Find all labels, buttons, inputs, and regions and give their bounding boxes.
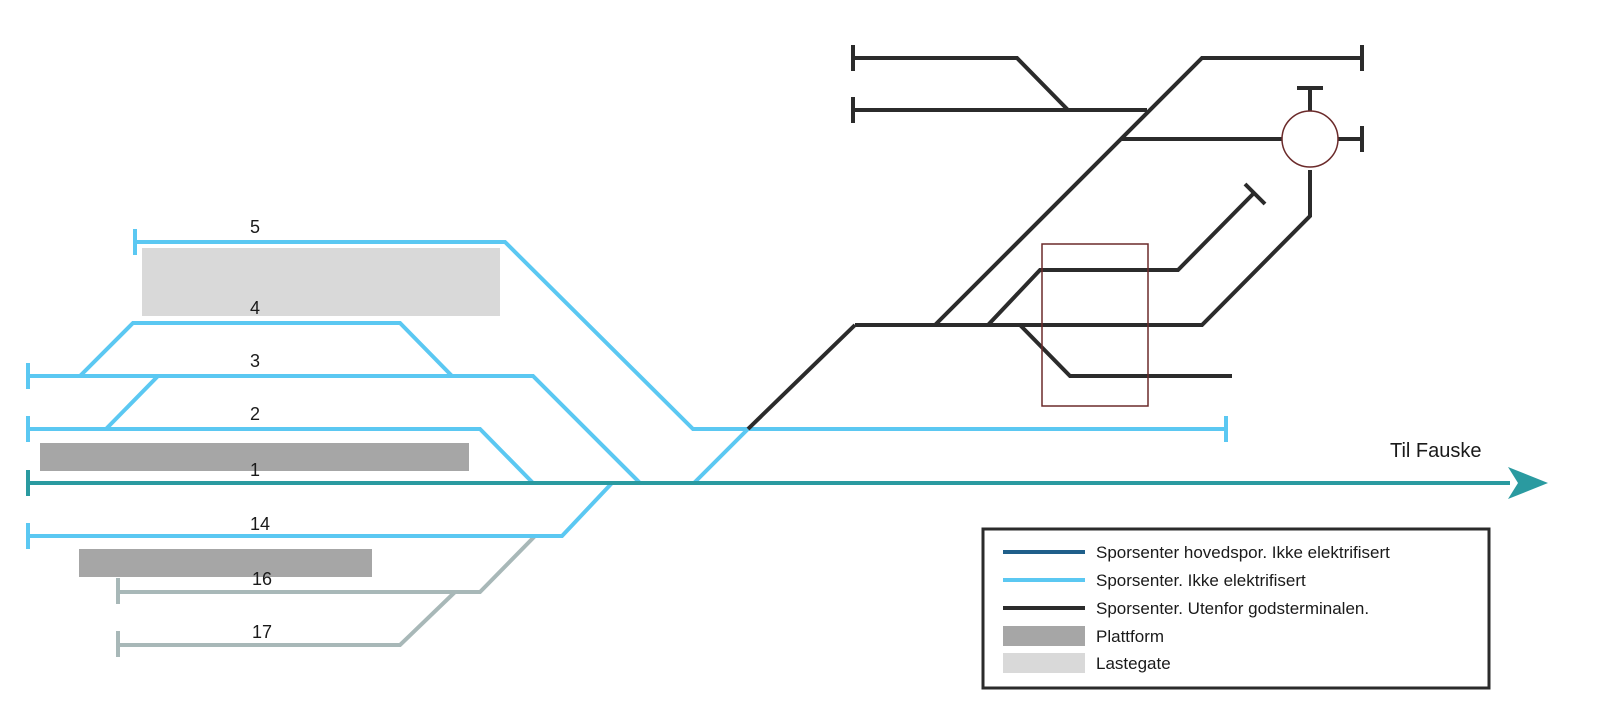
grey-tracks: [116, 534, 537, 657]
turntable-icon: [1281, 110, 1339, 168]
destination-label: Til Fauske: [1390, 440, 1482, 462]
legend-swatch-platform: [1003, 626, 1085, 646]
dark-branch-track: [1018, 323, 1232, 378]
track-label-2: 2: [250, 404, 260, 424]
dark-shed-track: [986, 191, 1256, 327]
track-label-1: 1: [250, 460, 260, 480]
platform-1: [40, 443, 469, 471]
dark-yard-track: [855, 170, 1312, 327]
track-5-line: [135, 240, 1226, 431]
track-label-14: 14: [250, 514, 270, 534]
track-4-line: [78, 321, 454, 378]
dark-top-track: [853, 56, 1070, 112]
dark-tracks: [746, 45, 1364, 431]
track-16-line: [118, 534, 537, 594]
legend-label-main: Sporsenter hovedspor. Ikke elektrifisert: [1096, 543, 1390, 562]
track-label-5: 5: [250, 217, 260, 237]
crossover-main-siding: [692, 427, 750, 485]
dark-lead: [746, 323, 857, 431]
legend: Sporsenter hovedspor. Ikke elektrifisert…: [981, 527, 1491, 690]
legend-swatch-loading: [1003, 653, 1085, 673]
direction-arrow-icon: [1508, 467, 1548, 499]
track-14-line: [28, 481, 614, 538]
track-label-4: 4: [250, 298, 260, 318]
legend-label-platform: Plattform: [1096, 627, 1164, 646]
track-3-line: [28, 374, 642, 485]
light-blue-tracks: [26, 229, 1228, 549]
main-track: [26, 467, 1548, 499]
crossover-3-2: [104, 374, 160, 431]
platform-2: [79, 549, 372, 577]
legend-label-loading: Lastegate: [1096, 654, 1171, 673]
track-label-16: 16: [252, 569, 272, 589]
dark-shed-stop: [1243, 182, 1267, 206]
loading-area: [142, 248, 500, 316]
legend-label-light: Sporsenter. Ikke elektrifisert: [1096, 571, 1306, 590]
track-label-3: 3: [250, 351, 260, 371]
legend-label-dark: Sporsenter. Utenfor godsterminalen.: [1096, 599, 1369, 618]
track-17-line: [118, 590, 457, 647]
track-2-line: [28, 427, 535, 485]
track-label-17: 17: [252, 622, 272, 642]
dark-diagonal: [933, 56, 1362, 327]
engine-shed: [1041, 243, 1149, 407]
